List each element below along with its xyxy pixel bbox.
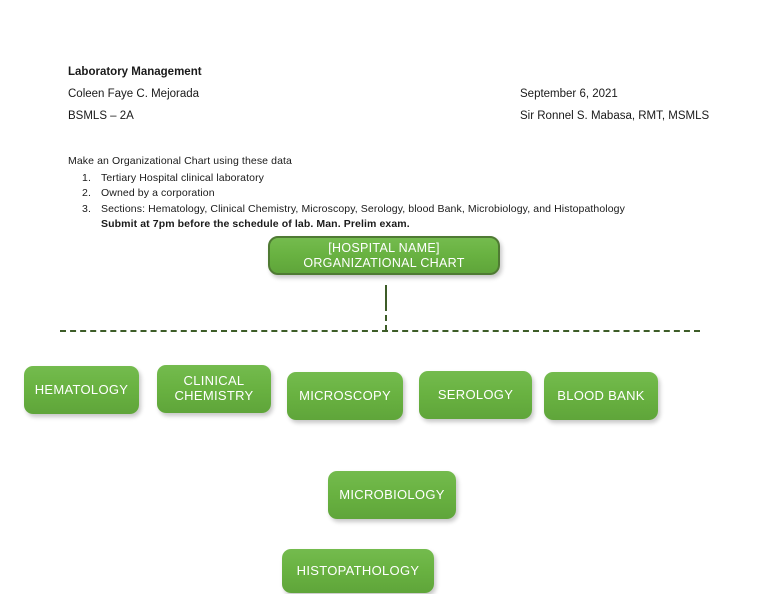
chart-node-histopathology-label: HISTOPATHOLOGY	[296, 562, 420, 578]
chart-node-serology-label: SEROLOGY	[437, 386, 514, 402]
chart-node-blood-bank-label: BLOOD BANK	[557, 387, 645, 403]
instruction-text-3: Sections: Hematology, Clinical Chemistry…	[101, 202, 625, 215]
instruction-number-3: 3.	[82, 202, 91, 215]
instructions-block: Make an Organizational Chart using these…	[68, 154, 728, 233]
connector-horizontal-bus	[60, 330, 700, 332]
chart-node-clinical-chemistry-label: CLINICAL CHEMISTRY	[174, 373, 254, 403]
chart-node-microscopy[interactable]: MICROSCOPY	[287, 372, 403, 420]
instruction-text-1: Tertiary Hospital clinical laboratory	[101, 171, 265, 184]
instruction-item-3: 3. Sections: Hematology, Clinical Chemis…	[68, 202, 728, 218]
header-row-name-date: Coleen Faye C. Mejorada September 6, 202…	[68, 88, 708, 110]
instruction-text-2: Owned by a corporation	[101, 187, 215, 199]
chart-node-hematology-label: HEMATOLOGY	[34, 381, 129, 397]
instruction-item-2: 2. Owned by a corporation	[68, 186, 728, 202]
chart-node-blood-bank[interactable]: BLOOD BANK	[544, 372, 658, 420]
chart-node-hematology[interactable]: HEMATOLOGY	[24, 366, 139, 414]
instruction-item-1: 1. Tertiary Hospital clinical laboratory	[68, 171, 728, 187]
student-name: Coleen Faye C. Mejorada	[68, 88, 200, 100]
connector-root-vertical-upper	[385, 285, 387, 305]
submission-date: September 6, 2021	[520, 88, 618, 100]
document-header: Laboratory Management Coleen Faye C. Mej…	[68, 66, 710, 132]
page-title: Laboratory Management	[68, 66, 202, 78]
chart-node-serology[interactable]: SEROLOGY	[419, 371, 532, 419]
instruction-number-1: 1.	[82, 171, 91, 184]
student-section: BSMLS – 2A	[68, 110, 134, 122]
chart-node-microbiology[interactable]: MICROBIOLOGY	[328, 471, 456, 519]
instructions-list: 1. Tertiary Hospital clinical laboratory…	[68, 171, 728, 218]
instructor-name: Sir Ronnel S. Mabasa, RMT, MSMLS	[520, 110, 710, 122]
connector-root-vertical-lower	[385, 305, 387, 331]
chart-node-root-label: [HOSPITAL NAME] ORGANIZATIONAL CHART	[303, 241, 465, 270]
header-row-title: Laboratory Management	[68, 66, 708, 88]
chart-node-root[interactable]: [HOSPITAL NAME] ORGANIZATIONAL CHART	[268, 236, 500, 275]
chart-node-histopathology[interactable]: HISTOPATHOLOGY	[282, 549, 434, 593]
header-row-section-instructor: BSMLS – 2A Sir Ronnel S. Mabasa, RMT, MS…	[68, 110, 710, 132]
chart-node-clinical-chemistry[interactable]: CLINICAL CHEMISTRY	[157, 365, 271, 413]
chart-node-microbiology-label: MICROBIOLOGY	[339, 486, 445, 502]
submit-note: Submit at 7pm before the schedule of lab…	[101, 218, 410, 230]
instructions-lead: Make an Organizational Chart using these…	[68, 155, 292, 167]
chart-node-microscopy-label: MICROSCOPY	[299, 387, 391, 403]
instruction-number-2: 2.	[82, 187, 91, 199]
